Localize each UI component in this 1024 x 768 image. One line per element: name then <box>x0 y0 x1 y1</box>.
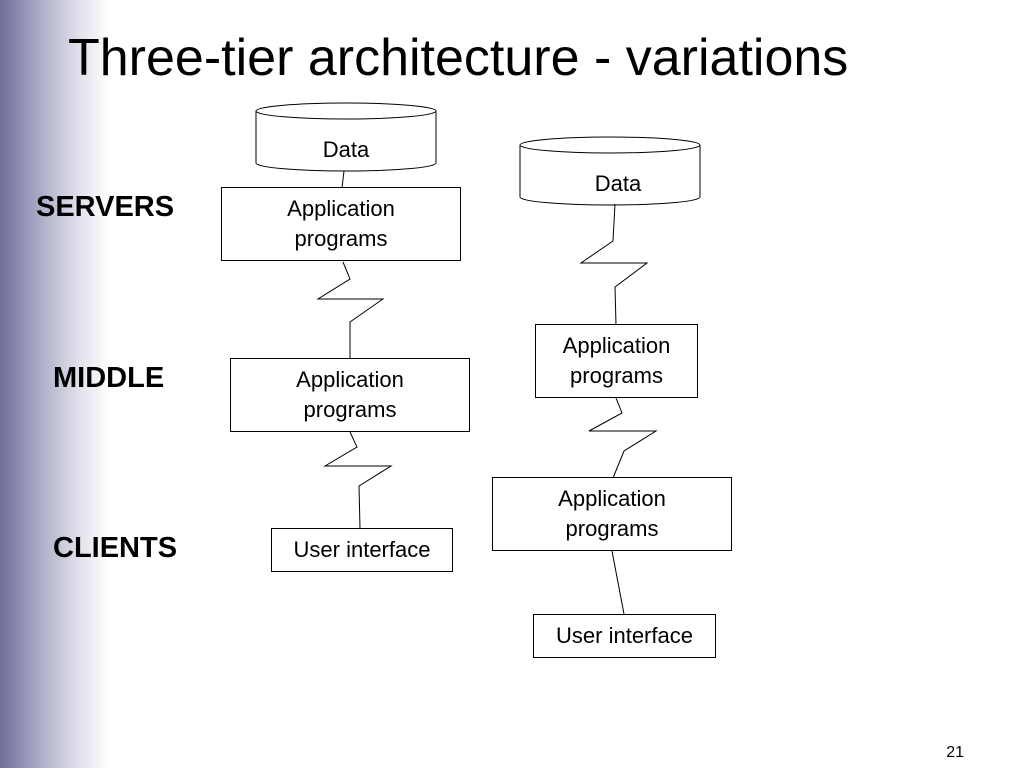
left-client-ui-label: User interface <box>293 537 431 562</box>
left-client-ui-box: User interface <box>271 528 453 572</box>
tier-label-servers: SERVERS <box>36 191 175 223</box>
right-data-label: Data <box>594 171 642 196</box>
left-database-cylinder <box>255 102 437 172</box>
right-app-to-ui-link <box>611 550 625 615</box>
left-middle-app-label: Application programs <box>296 367 404 422</box>
right-middle-to-client-link <box>588 397 658 479</box>
decorative-side-bar <box>0 0 110 768</box>
left-middle-app-box: Application programs <box>230 358 470 432</box>
left-data-to-app-link <box>341 170 345 189</box>
tier-label-clients: CLIENTS <box>53 532 178 564</box>
right-middle-app-label: Application programs <box>562 333 671 388</box>
right-middle-app-box: Application programs <box>535 324 698 398</box>
left-data-label: Data <box>322 137 370 162</box>
right-database-cylinder <box>519 136 701 206</box>
left-middle-to-client-link <box>323 431 393 529</box>
tier-label-middle: MIDDLE <box>53 362 165 394</box>
right-client-app-box: Application programs <box>492 477 732 551</box>
right-data-to-middle-link <box>579 203 649 326</box>
right-client-ui-box: User interface <box>533 614 716 658</box>
page-number: 21 <box>946 744 964 761</box>
left-server-app-box: Application programs <box>221 187 461 261</box>
right-client-app-label: Application programs <box>558 486 666 541</box>
right-client-ui-label: User interface <box>556 623 693 648</box>
left-server-app-label: Application programs <box>287 196 395 251</box>
left-server-to-middle-link <box>316 261 385 358</box>
slide-title: Three-tier architecture - variations <box>68 29 849 87</box>
